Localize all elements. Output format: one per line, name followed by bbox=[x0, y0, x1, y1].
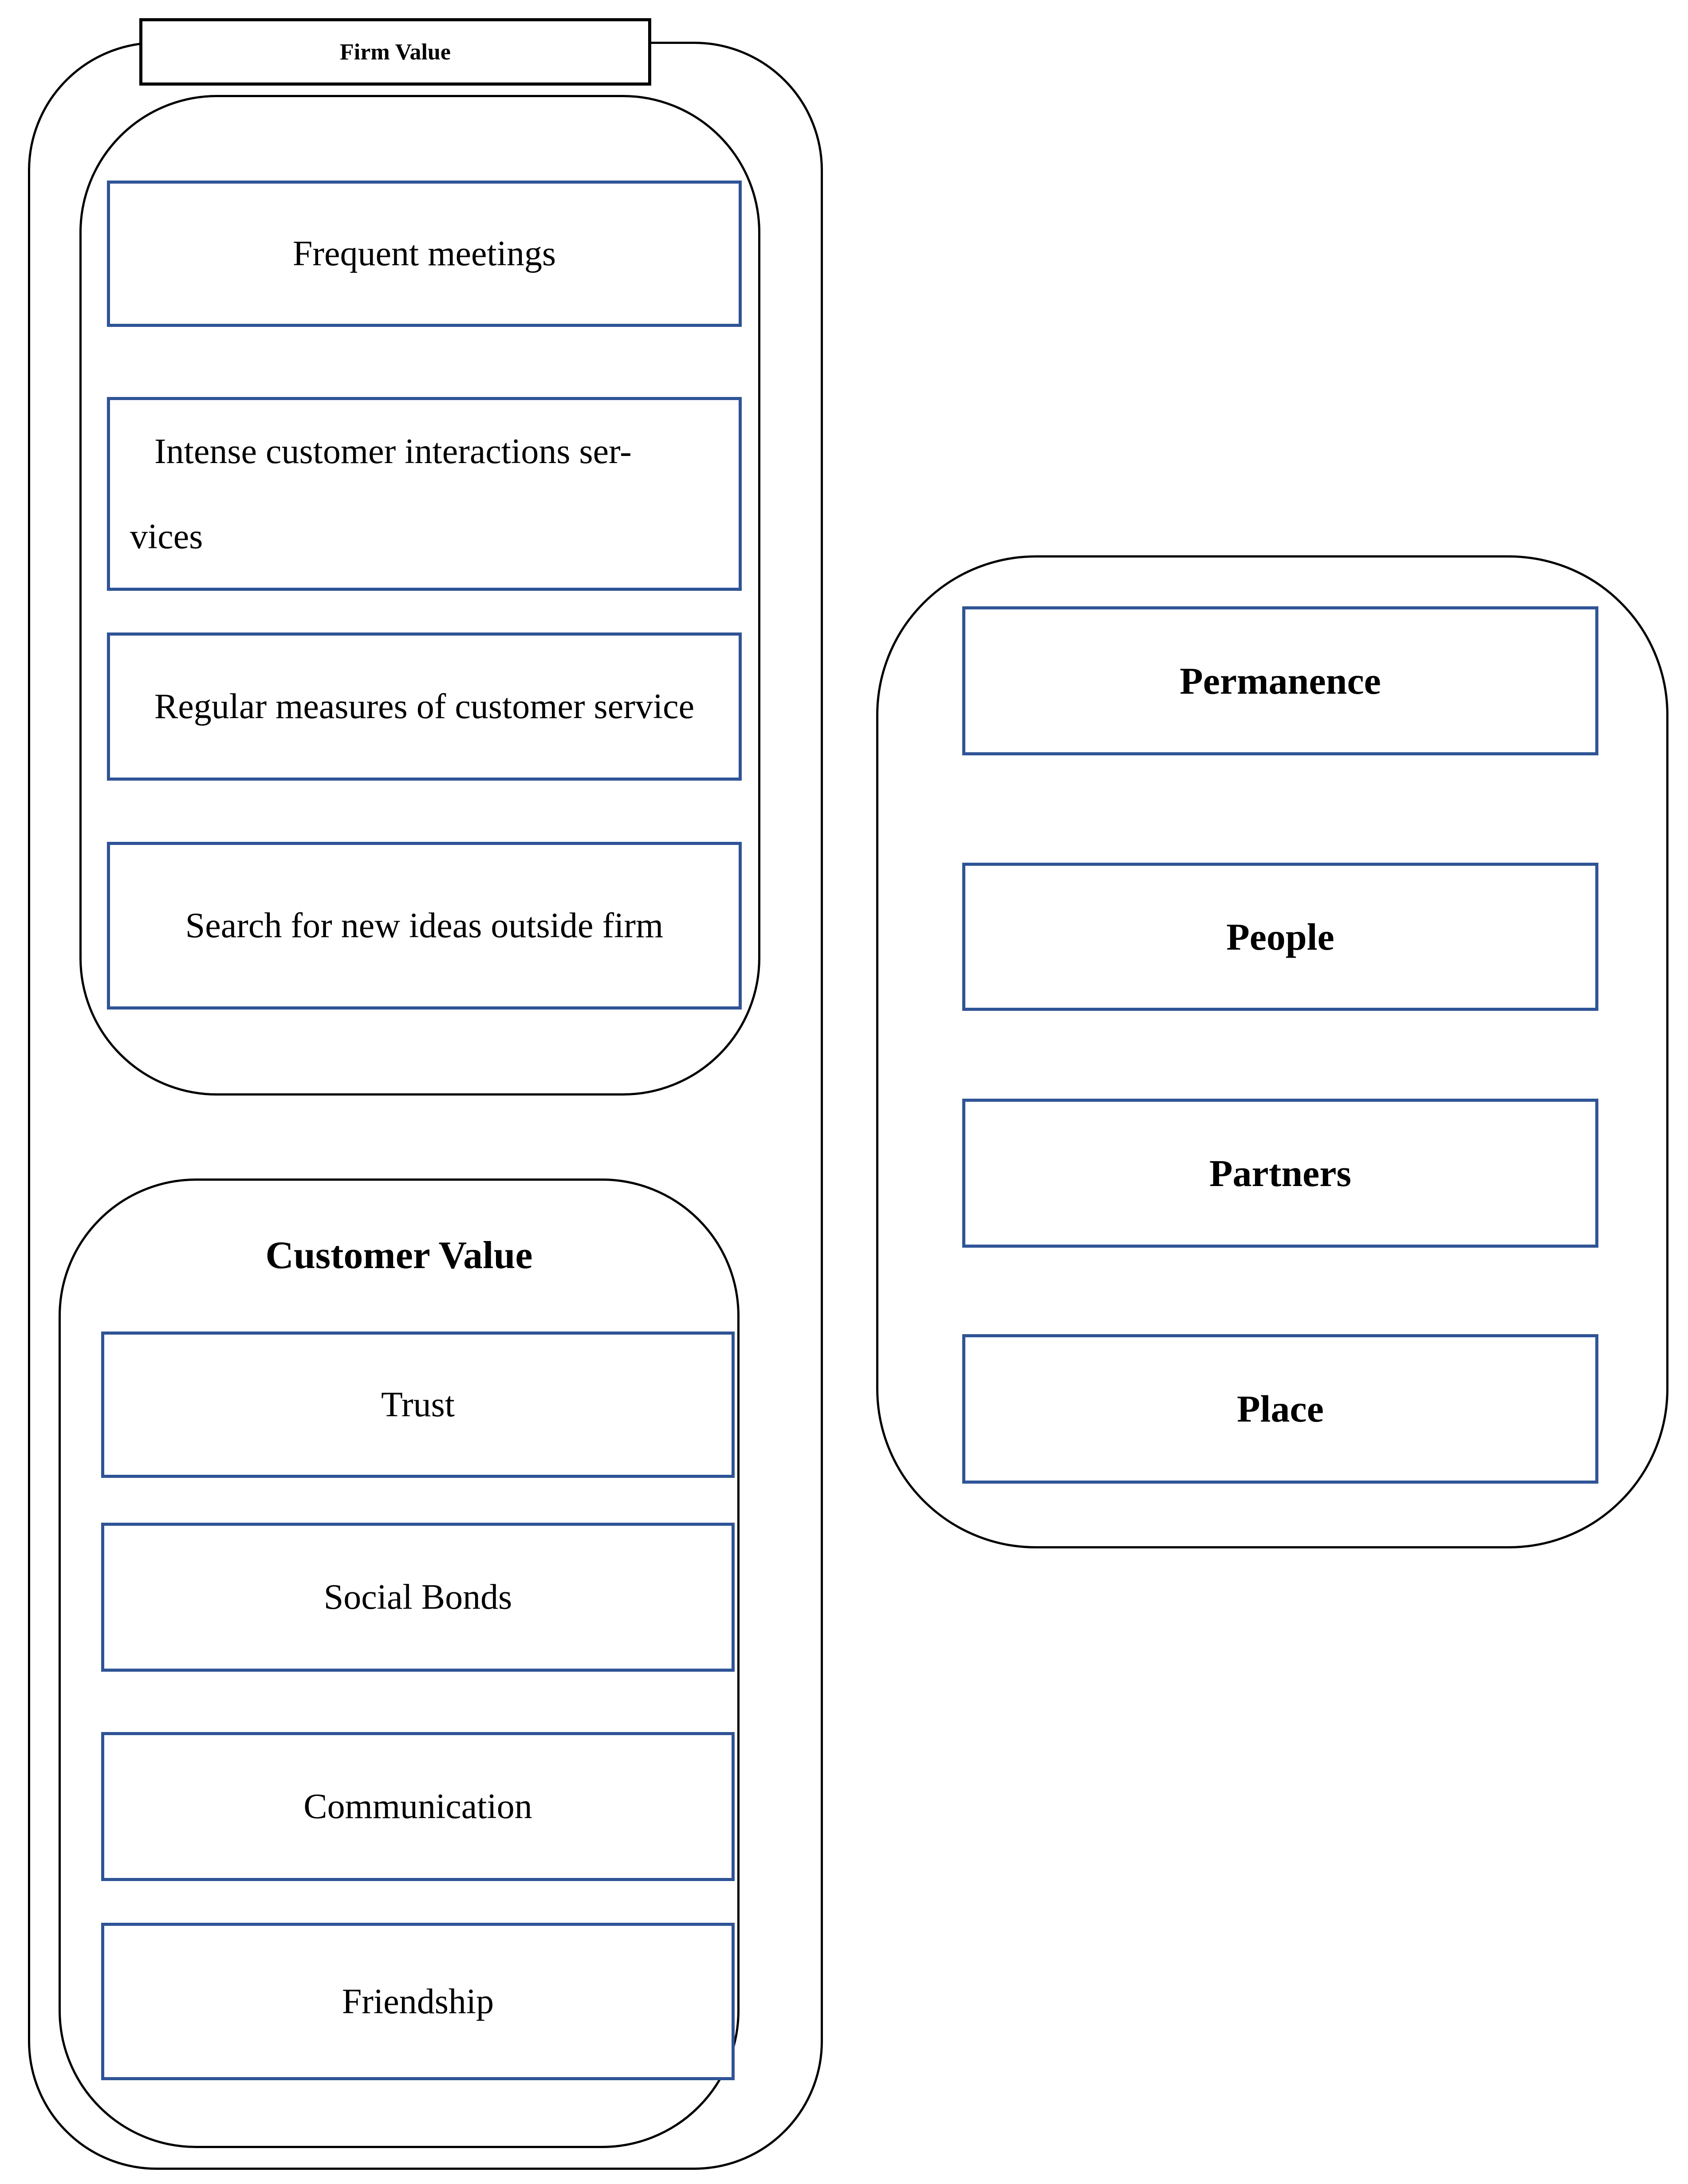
box-intense-customer-interactions: Intense customer interactions ser- vices bbox=[107, 397, 742, 591]
box-friendship: Friendship bbox=[101, 1923, 735, 2080]
box-frequent-meetings-label: Frequent meetings bbox=[292, 234, 556, 273]
box-frequent-meetings: Frequent meetings bbox=[107, 181, 742, 327]
box-people: People bbox=[962, 863, 1598, 1011]
box-intense-line2: vices bbox=[130, 517, 203, 556]
box-place: Place bbox=[962, 1334, 1598, 1484]
firm-value-title: Firm Value bbox=[340, 39, 451, 65]
box-trust-label: Trust bbox=[381, 1385, 455, 1424]
box-permanence-label: Permanence bbox=[1180, 659, 1381, 702]
four-ps-container: Permanence People Partners Place bbox=[876, 555, 1668, 1548]
box-social-bonds: Social Bonds bbox=[101, 1523, 735, 1672]
box-partners: Partners bbox=[962, 1099, 1598, 1248]
box-friendship-label: Friendship bbox=[342, 1982, 494, 2021]
box-communication: Communication bbox=[101, 1732, 735, 1881]
box-partners-label: Partners bbox=[1209, 1151, 1351, 1194]
box-place-label: Place bbox=[1237, 1387, 1324, 1430]
box-intense-line1: Intense customer interactions ser- bbox=[154, 432, 632, 471]
customer-value-title: Customer Value bbox=[265, 1234, 533, 1277]
customer-value-container: Customer Value Trust Social Bonds Commun… bbox=[59, 1178, 740, 2148]
box-trust: Trust bbox=[101, 1332, 735, 1478]
box-social-bonds-label: Social Bonds bbox=[323, 1578, 512, 1617]
box-regular-measures: Regular measures of customer service bbox=[107, 632, 742, 781]
firm-activities-container: Frequent meetings Intense customer inter… bbox=[79, 95, 760, 1096]
box-search-new-ideas: Search for new ideas outside firm bbox=[107, 842, 742, 1010]
box-people-label: People bbox=[1226, 915, 1334, 958]
box-regular-measures-label: Regular measures of customer service bbox=[154, 687, 695, 726]
box-permanence: Permanence bbox=[962, 606, 1598, 755]
box-search-new-ideas-label: Search for new ideas outside firm bbox=[185, 906, 664, 945]
firm-value-title-box: Firm Value bbox=[139, 18, 651, 86]
box-communication-label: Communication bbox=[303, 1787, 532, 1826]
